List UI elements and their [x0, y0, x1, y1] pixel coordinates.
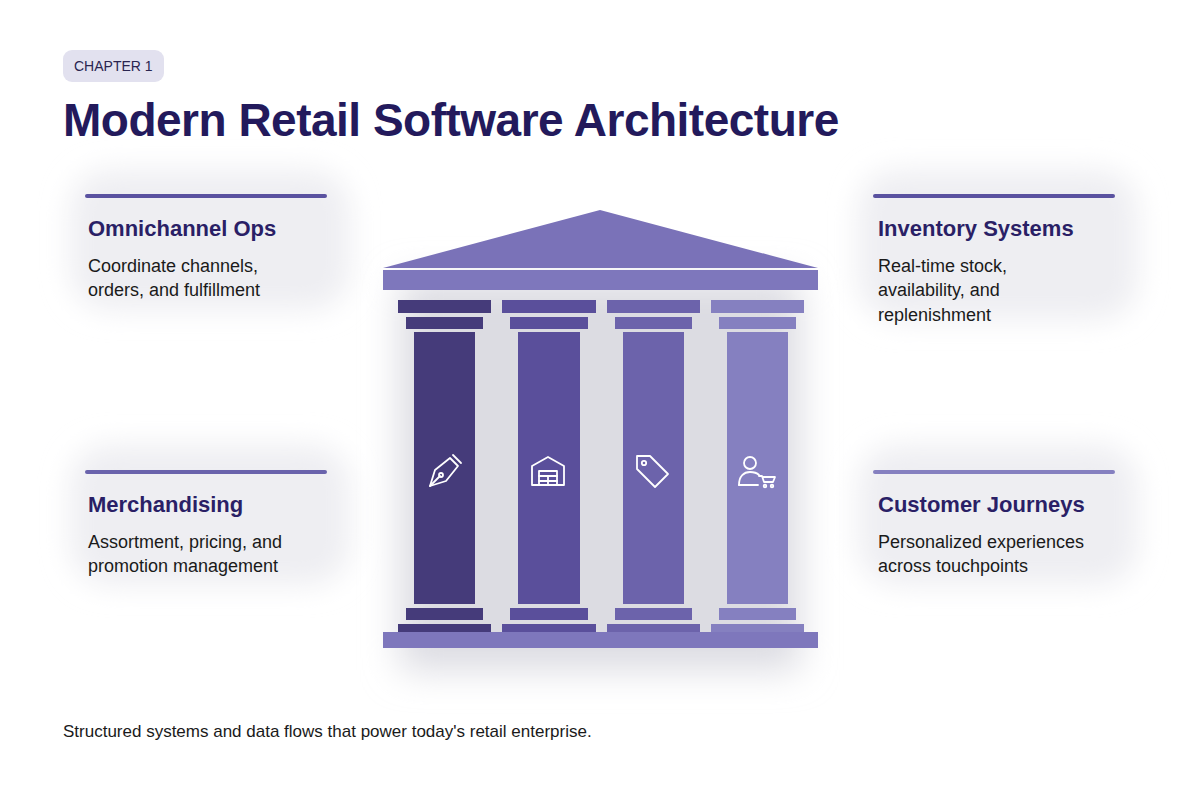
page-title: Modern Retail Software Architecture	[63, 93, 839, 147]
warehouse-icon	[532, 457, 564, 485]
pillar-description: Real-time stock, availability, and reple…	[878, 254, 1058, 327]
shopper-icon	[739, 457, 775, 487]
column-icons	[430, 455, 775, 487]
pillar-description: Assortment, pricing, and promotion manag…	[88, 530, 338, 579]
temple	[383, 210, 818, 648]
badge-text: CHAPTER 1	[74, 58, 153, 74]
pillar-heading: Customer Journeys	[878, 492, 1148, 518]
pillar-heading: Merchandising	[88, 492, 348, 518]
pillar-description: Personalized experiences across touchpoi…	[878, 530, 1128, 579]
pen-icon	[430, 455, 461, 486]
pillar-heading: Omnichannel Ops	[88, 216, 348, 242]
pillar-description: Coordinate channels, orders, and fulfill…	[88, 254, 303, 303]
page-caption: Structured systems and data flows that p…	[63, 722, 592, 742]
chapter-badge: CHAPTER 1	[63, 50, 164, 82]
tag-icon	[637, 456, 668, 487]
pillar-heading: Inventory Systems	[878, 216, 1138, 242]
temple-shadow	[400, 280, 800, 670]
